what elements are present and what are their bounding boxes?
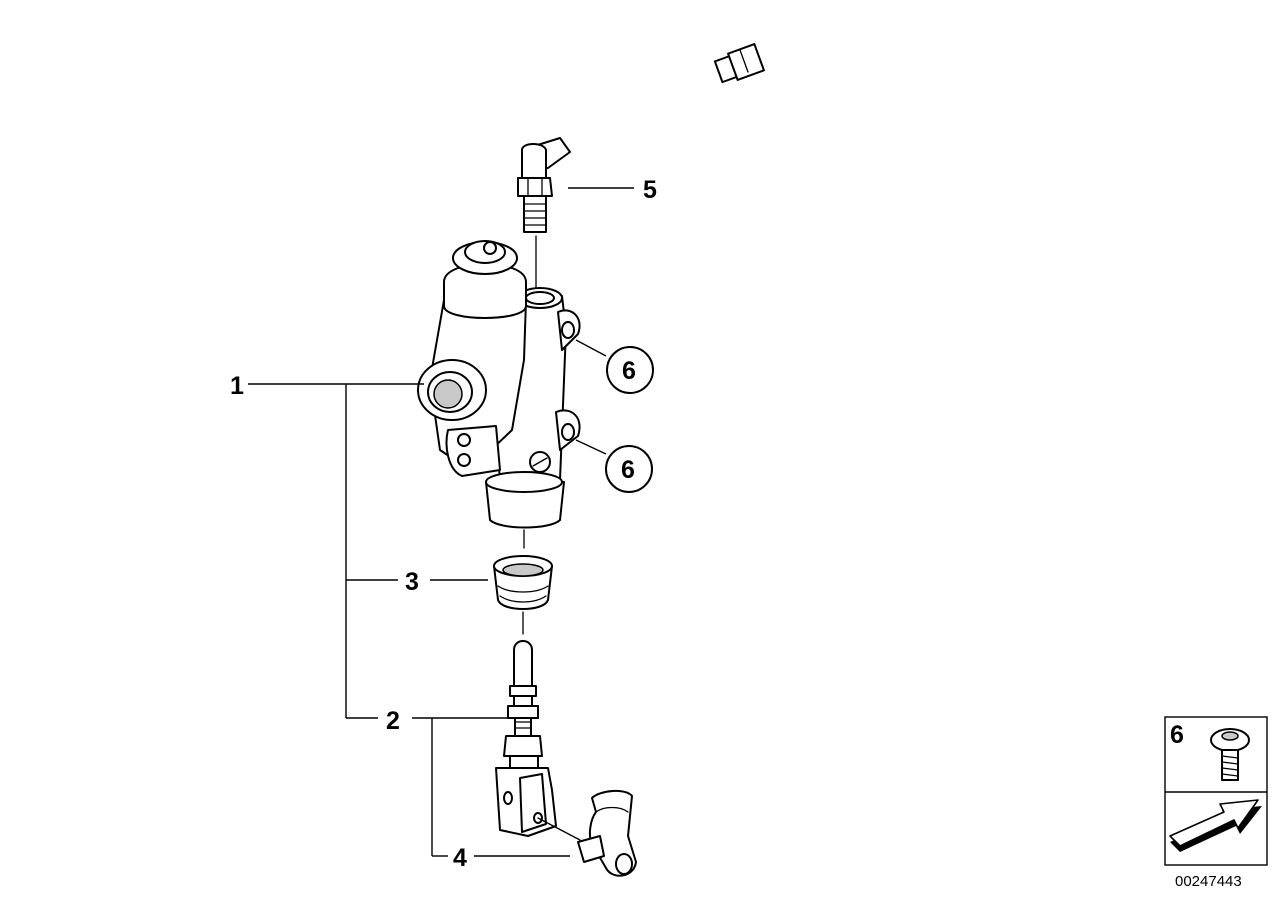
valve-housing-part-1 [417,240,581,549]
callout-6-lower: 6 [605,445,653,493]
sensor-part-5 [517,43,765,291]
callout-2: 2 [386,707,400,735]
arrow-icon [1169,799,1262,852]
callout-4: 4 [453,844,467,872]
legend-box: 6 [1164,716,1268,866]
catalog-number: 00247443 [1175,873,1242,890]
legend-label: 6 [1170,721,1184,749]
sealing-sleeve-part-3 [493,555,553,635]
callout-5: 5 [643,176,657,204]
callout-6-upper: 6 [606,346,654,394]
callout-3: 3 [405,568,419,596]
retaining-clip-part-4 [577,790,637,877]
callout-6-lower-label: 6 [621,456,635,484]
pushrod-part-2 [495,640,581,841]
screw-icon [1210,728,1250,781]
connector-plug [713,43,765,84]
leader-lines [248,187,634,857]
callout-1: 1 [230,372,244,400]
callout-6-upper-label: 6 [622,357,636,385]
